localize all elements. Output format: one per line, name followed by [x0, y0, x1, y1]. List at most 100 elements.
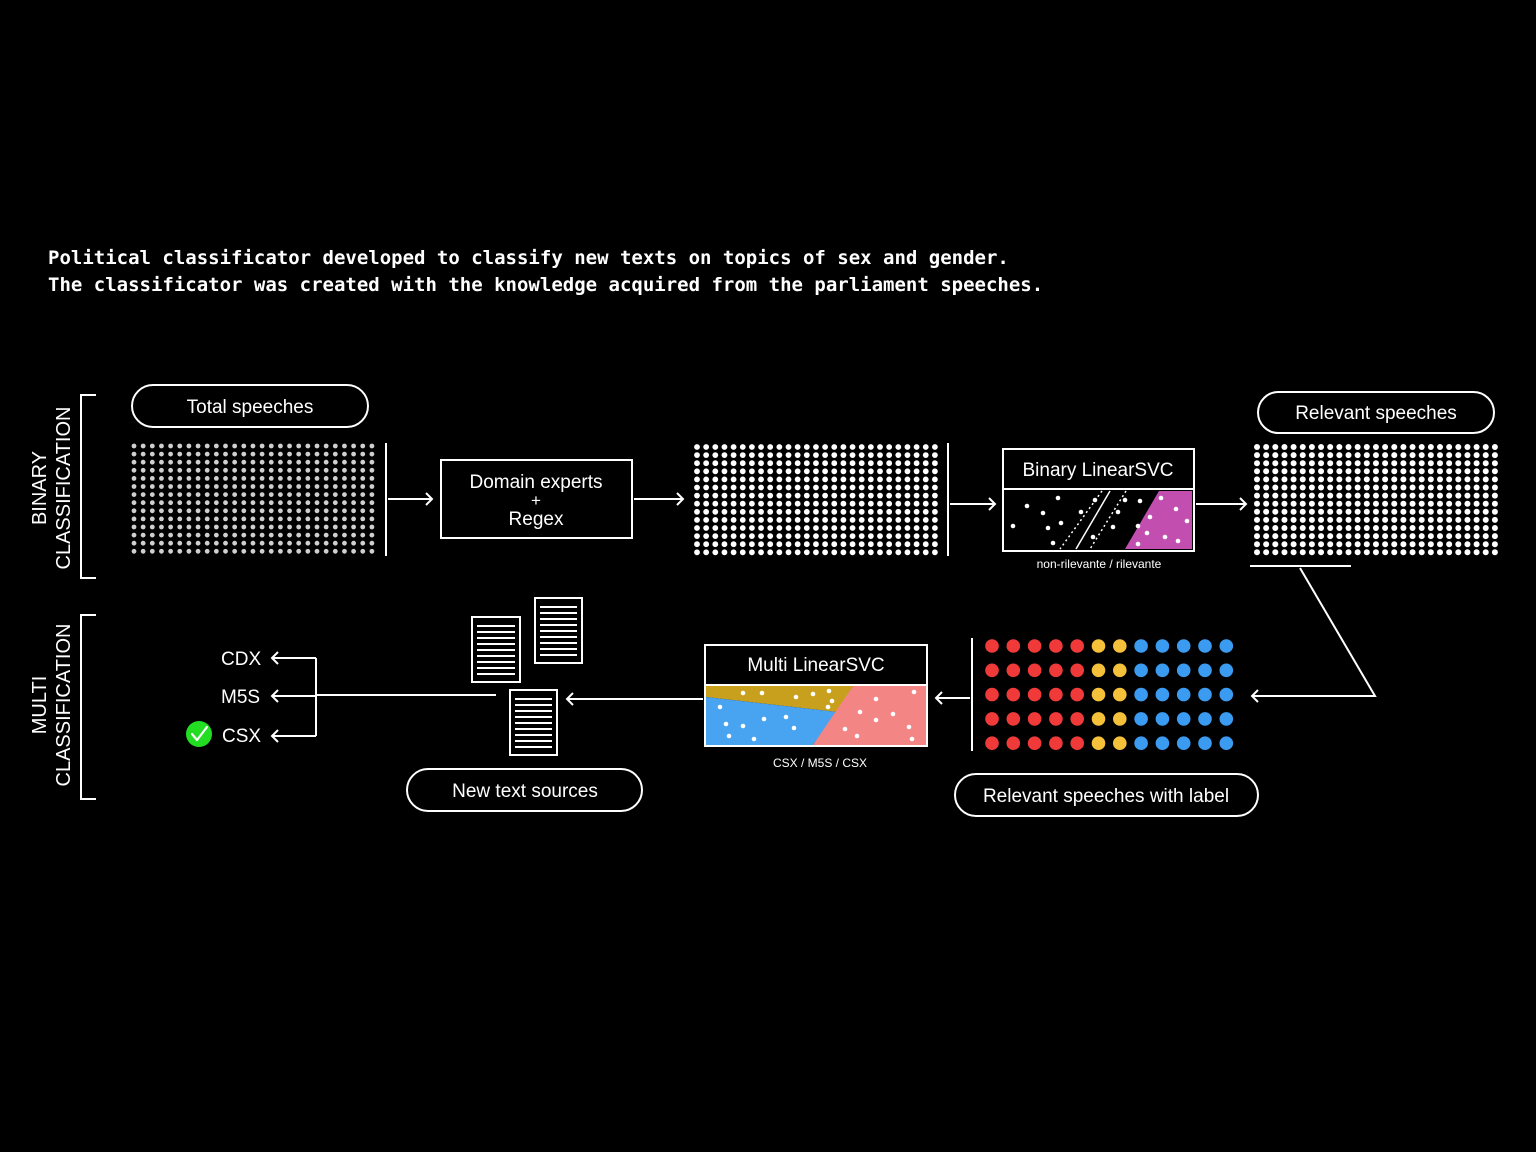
speech-dot	[1391, 460, 1398, 467]
speech-dot	[1473, 468, 1480, 475]
experts-line-2: Regex	[509, 509, 564, 530]
speech-dot	[1464, 549, 1471, 556]
speech-dot	[703, 508, 710, 515]
speech-dot	[1354, 500, 1361, 507]
speech-dot	[1254, 525, 1260, 531]
speech-dot	[1363, 516, 1370, 523]
speech-dot	[932, 476, 938, 483]
speech-dot	[1272, 541, 1279, 548]
data-point	[791, 725, 797, 731]
speech-dot	[849, 492, 856, 499]
speech-dot	[1336, 492, 1343, 499]
arrow-right-icon	[1196, 497, 1248, 511]
speech-dot	[1372, 525, 1379, 531]
speech-dot	[1290, 460, 1297, 467]
speech-dot	[1263, 525, 1270, 531]
speech-dot	[296, 467, 302, 473]
speech-dot	[1427, 549, 1434, 556]
speech-dot	[932, 492, 938, 499]
speech-dot	[1446, 484, 1453, 491]
arrow-right-icon	[388, 492, 434, 506]
speech-dot	[1391, 549, 1398, 556]
speech-dot	[1318, 484, 1325, 491]
speech-dot	[1446, 500, 1453, 507]
speech-dot	[803, 444, 810, 450]
speech-dot	[204, 540, 210, 546]
speech-dot	[822, 549, 828, 556]
multi-section-label: MULTI CLASSIFICATION	[29, 624, 75, 787]
speech-dot	[895, 452, 902, 458]
speech-dot	[1290, 549, 1297, 556]
speech-dot	[278, 476, 283, 481]
speech-dot	[849, 549, 856, 556]
speech-dot	[904, 460, 911, 467]
speech-dot	[314, 484, 320, 489]
speech-dot	[1400, 460, 1407, 467]
speech-dot	[1308, 460, 1315, 467]
checkmark-icon	[186, 721, 212, 747]
speech-dot	[749, 533, 755, 539]
speech-dot	[1437, 533, 1443, 540]
speech-dot	[159, 540, 164, 546]
speech-dot	[241, 492, 247, 497]
speech-dot	[1491, 508, 1498, 515]
speech-dot	[1464, 484, 1471, 491]
speech-dot	[749, 452, 755, 458]
speech-dot	[342, 532, 347, 538]
speech-dot	[749, 541, 755, 548]
speech-dot	[186, 492, 192, 497]
speech-dot	[803, 484, 810, 491]
labeled-speech-dot	[1091, 639, 1106, 653]
speech-dot	[1409, 533, 1416, 540]
document-icon	[471, 616, 521, 683]
speech-dot	[1354, 452, 1361, 459]
labeled-speech-dot	[1198, 736, 1212, 750]
speech-dot	[813, 549, 819, 556]
speech-dot	[1318, 476, 1325, 483]
binary-svc-points	[1010, 495, 1190, 547]
speech-dot	[1409, 500, 1416, 507]
speech-dot	[296, 508, 302, 514]
speech-dot	[1482, 500, 1489, 507]
speech-dot	[1409, 525, 1416, 531]
speech-dot	[232, 492, 238, 497]
speech-dot	[1281, 444, 1288, 450]
multi-linearsvc-box: Multi LinearSVC CSX / M5S / CSX	[704, 644, 928, 770]
speech-dot	[1290, 492, 1297, 499]
speech-dot	[223, 484, 228, 489]
speech-dot	[895, 525, 902, 531]
speech-dot	[1446, 508, 1453, 515]
data-point	[1110, 524, 1116, 530]
speech-dot	[195, 548, 201, 554]
speech-dot	[1409, 549, 1416, 556]
speech-dot	[785, 476, 792, 483]
speech-dot	[694, 460, 700, 467]
speech-dot	[721, 492, 728, 499]
speech-dot	[703, 476, 710, 483]
data-point	[1144, 530, 1150, 536]
speech-dot	[922, 468, 929, 475]
speech-dot	[886, 517, 893, 523]
speech-dot	[1437, 525, 1443, 531]
labeled-speech-dot	[1070, 712, 1084, 726]
relevant-speeches-dot-grid	[1254, 444, 1498, 556]
speech-dot	[1491, 516, 1498, 523]
speech-dot	[1473, 452, 1480, 459]
speech-dot	[694, 508, 700, 515]
speech-dot	[241, 524, 247, 530]
speech-dot	[287, 500, 292, 506]
speech-dot	[858, 484, 865, 491]
speech-dot	[1437, 549, 1443, 556]
speech-dot	[1437, 500, 1443, 507]
speech-dot	[131, 540, 137, 546]
speech-dot	[131, 492, 137, 497]
speech-dot	[140, 476, 146, 481]
speech-dot	[305, 524, 311, 530]
speech-dot	[922, 525, 929, 531]
speech-dot	[268, 492, 274, 497]
speech-dot	[703, 444, 710, 450]
speech-dot	[1427, 452, 1434, 459]
speech-dot	[1482, 508, 1489, 515]
speech-dot	[360, 476, 366, 481]
speech-dot	[904, 549, 911, 556]
